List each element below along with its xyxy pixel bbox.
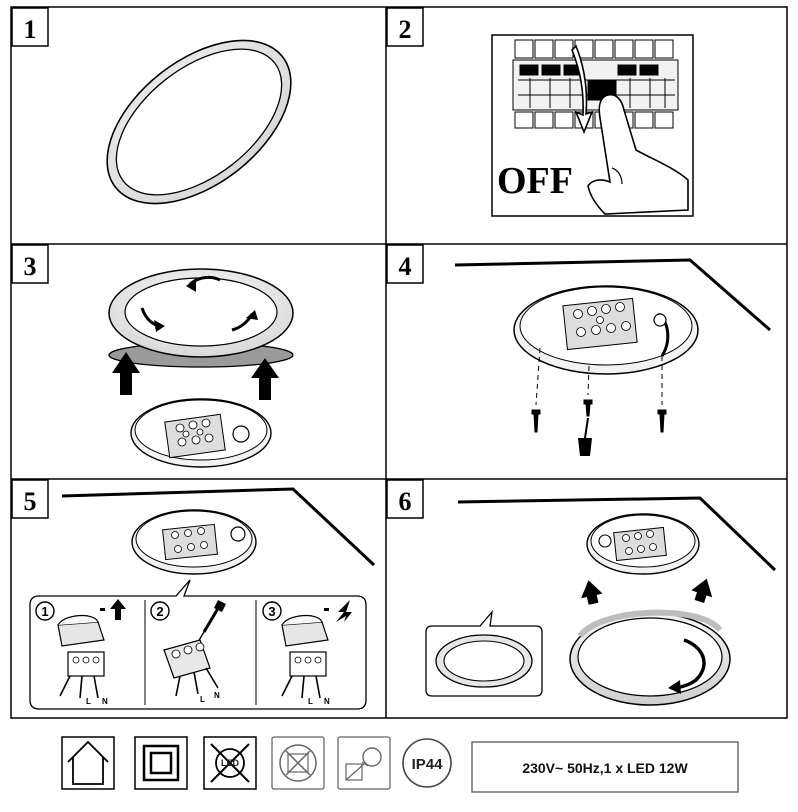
off-label: OFF (497, 160, 573, 202)
ip-rating-label: IP44 (412, 756, 444, 773)
step-4-mount-base (454, 258, 771, 456)
substep-3-terminal-n: N (324, 697, 330, 706)
substep-1-number: 1 (41, 604, 48, 619)
step-4-number: 4 (399, 252, 412, 281)
substep-2-terminal-n: N (214, 691, 220, 700)
lamp-replace-icon (337, 736, 391, 790)
substep-2-terminal-l: L (200, 695, 205, 704)
spec-box: 230V~ 50Hz,1 x LED 12W (471, 741, 739, 793)
symbols-row: LED IP44 230V~ 50Hz,1 x LED 12W (61, 736, 739, 793)
substep-2-number: 2 (156, 604, 163, 619)
no-flammable-surface-icon (271, 736, 325, 790)
spec-label: 230V~ 50Hz,1 x LED 12W (522, 760, 688, 776)
step-3-remove-cover (108, 268, 294, 468)
step-5-wiring: 1 L N 2 L N 3 (29, 487, 376, 710)
substep-3-number: 3 (268, 604, 275, 619)
step-6-reattach-cover (425, 496, 777, 706)
step-6-number: 6 (399, 487, 412, 516)
step-2-number: 2 (399, 15, 412, 44)
step-2-breaker-off: OFF (491, 34, 694, 217)
led-label: LED (221, 758, 240, 768)
step-number-boxes: 1 2 3 4 5 6 (11, 7, 424, 519)
step-1-lamp-ring (106, 39, 292, 205)
ip44-icon: IP44 (402, 738, 452, 788)
substep-1-terminal-l: L (86, 697, 91, 706)
panel-grid (10, 6, 788, 719)
step-3-number: 3 (24, 252, 37, 281)
step-1-number: 1 (24, 15, 37, 44)
step-5-number: 5 (24, 487, 37, 516)
led-crossed-icon: LED (203, 736, 257, 790)
house-icon (61, 736, 115, 790)
double-insulation-icon (134, 736, 188, 790)
substep-1-terminal-n: N (102, 697, 108, 706)
substep-3-terminal-l: L (308, 697, 313, 706)
